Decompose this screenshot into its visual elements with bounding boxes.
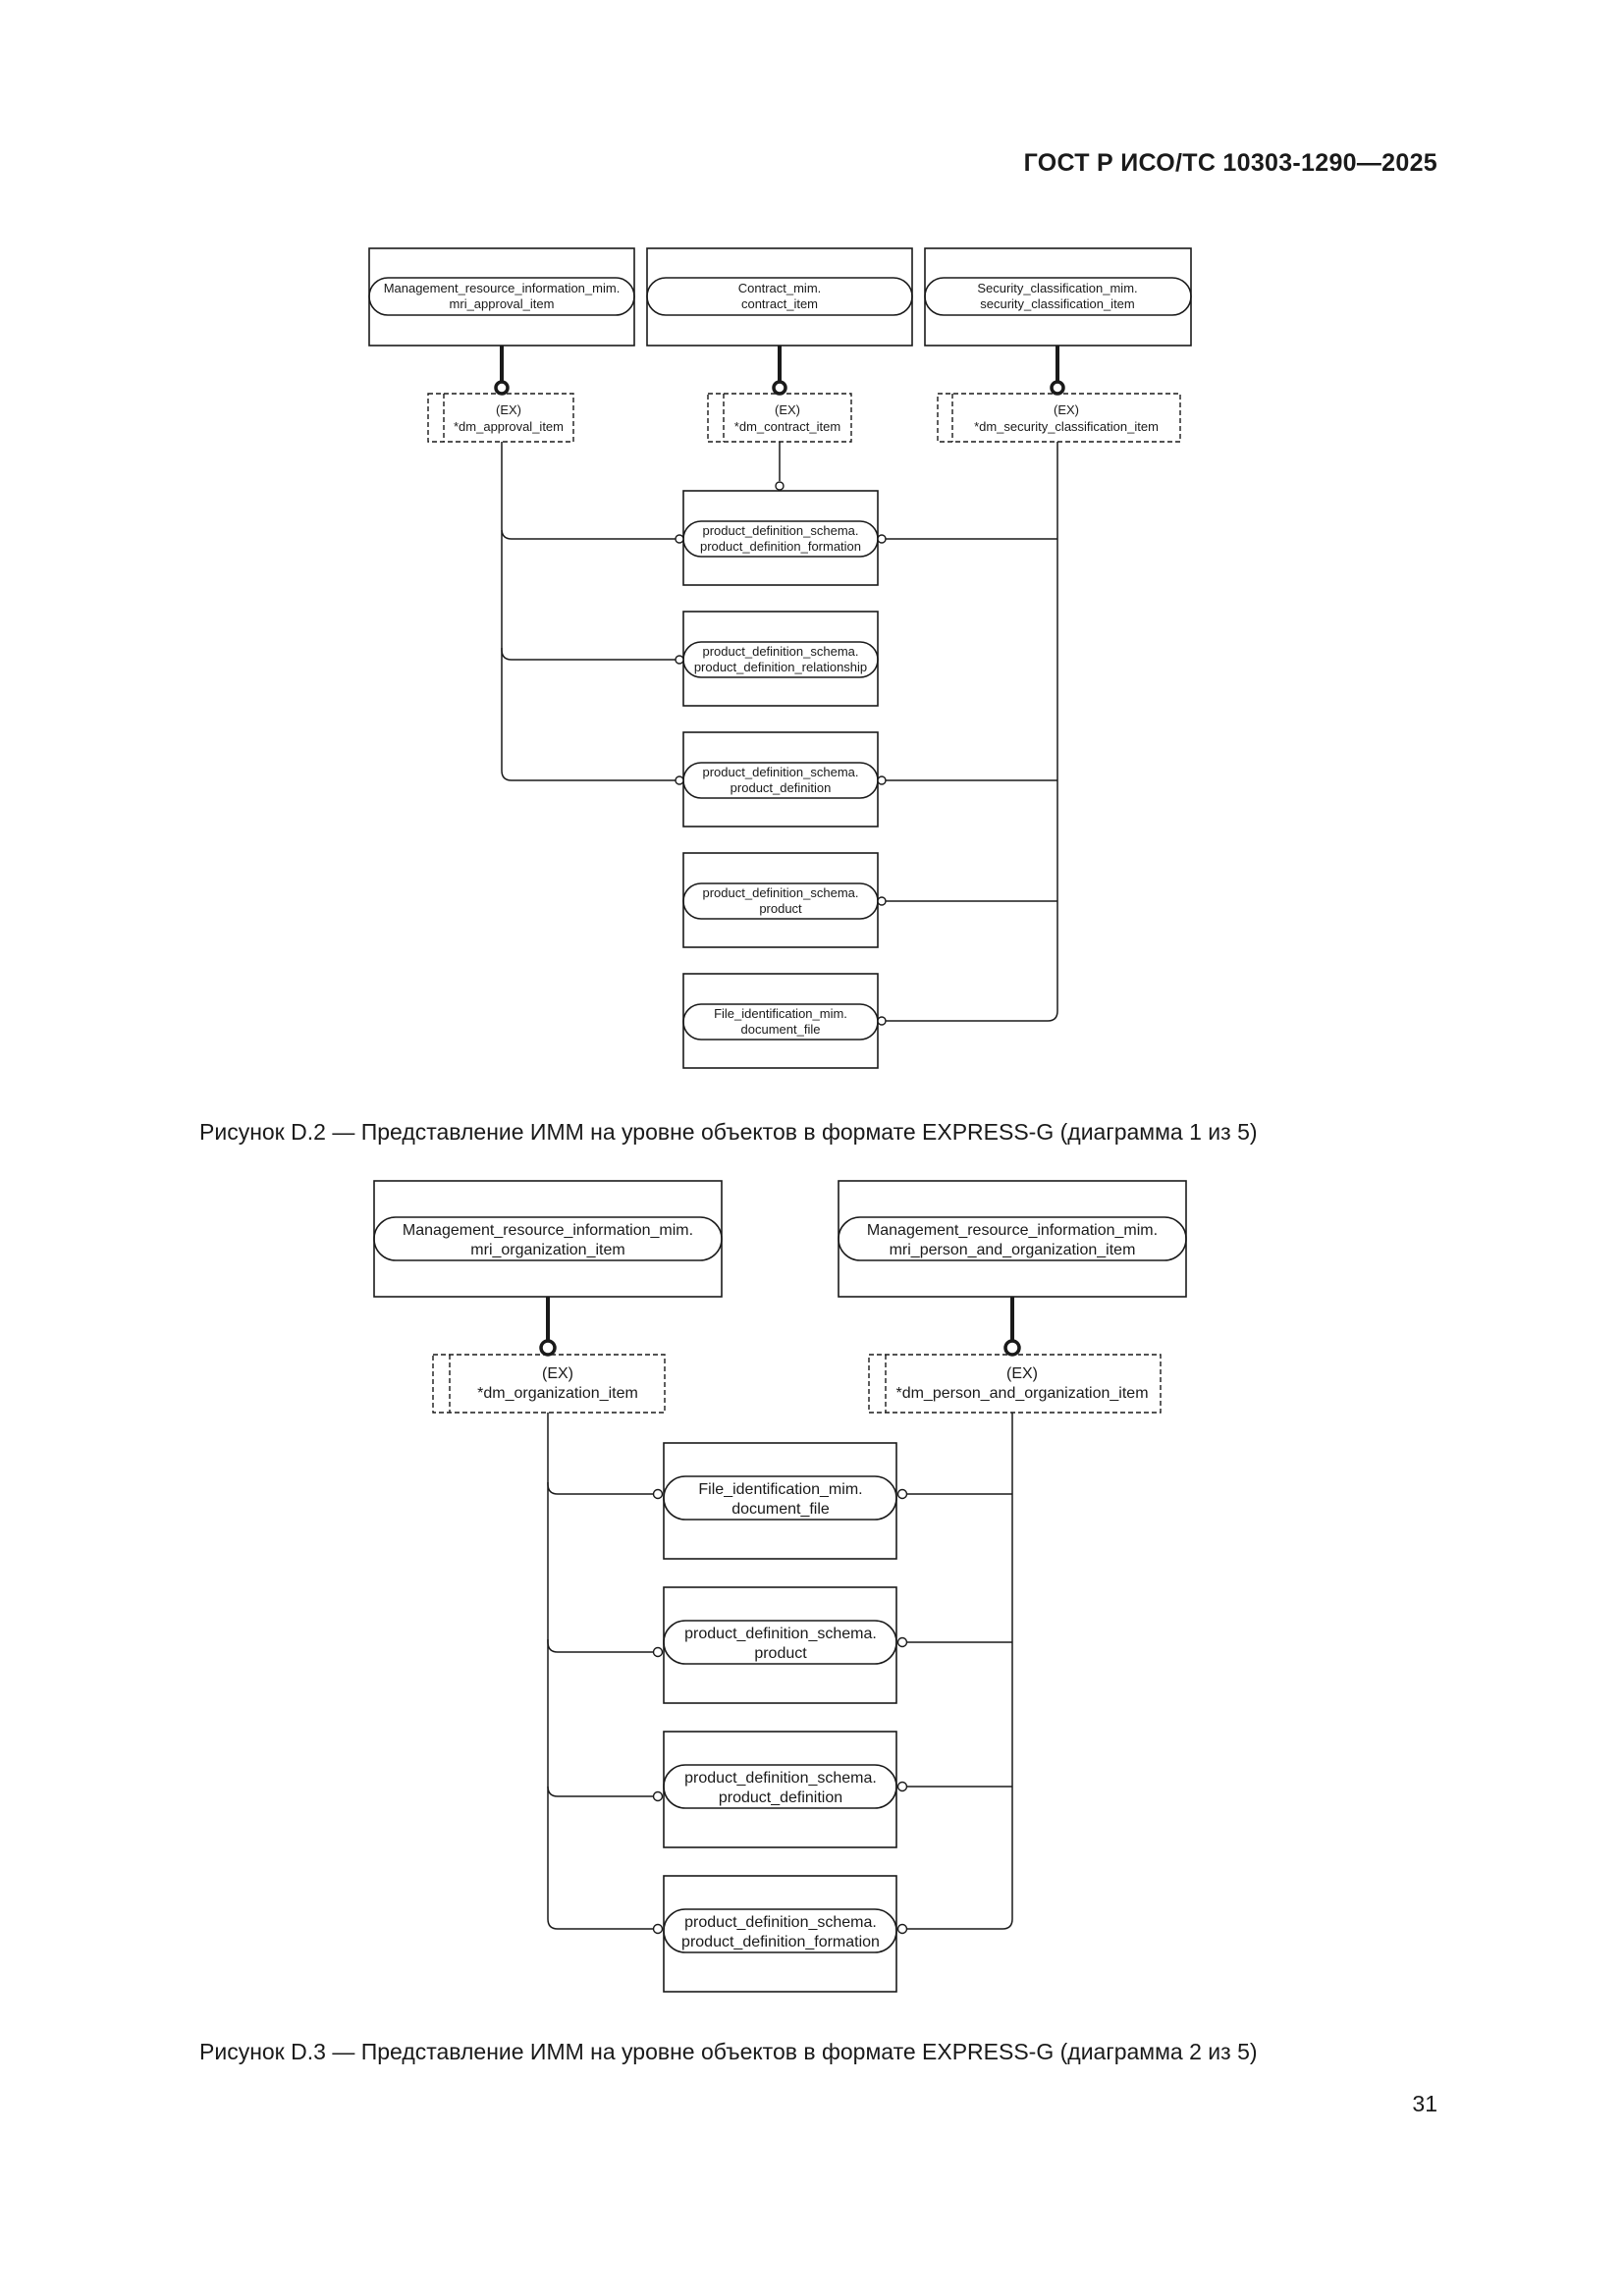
top-entity-label: mri_approval_item xyxy=(450,296,555,311)
entity-label: product_definition xyxy=(731,780,832,795)
document-header: ГОСТ Р ИСО/ТС 10303-1290—2025 xyxy=(1023,149,1437,177)
entity-label: product_definition_schema. xyxy=(703,765,859,779)
select-type-box xyxy=(427,393,574,443)
select-type-label: *dm_person_and_organization_item xyxy=(895,1385,1148,1402)
supertype-circle xyxy=(494,380,510,396)
entity-label: product_definition_schema. xyxy=(703,885,859,900)
supertype-circle xyxy=(539,1339,557,1357)
figure-d3-diagram: Management_resource_information_mim. mri… xyxy=(373,1180,1187,1993)
entity-label: File_identification_mim. xyxy=(698,1481,862,1498)
relation-end-circle xyxy=(896,1488,908,1500)
top-entity-label: Management_resource_information_mim. xyxy=(867,1222,1158,1239)
top-entity-label: Contract_mim. xyxy=(738,281,822,295)
select-type-box xyxy=(937,393,1181,443)
top-entity-label: security_classification_item xyxy=(980,296,1135,311)
supertype-circle xyxy=(1050,380,1065,396)
page-number: 31 xyxy=(1412,2091,1437,2116)
top-entity-label: Security_classification_mim. xyxy=(977,281,1137,295)
top-entity-pill xyxy=(368,277,635,316)
entity-label: product_definition_schema. xyxy=(684,1914,877,1931)
select-type-label: *dm_contract_item xyxy=(734,419,840,434)
entity-label: product_definition_relationship xyxy=(694,660,867,674)
entity-label: document_file xyxy=(741,1022,821,1037)
relation-end-circle xyxy=(675,775,684,785)
entity-label: document_file xyxy=(731,1501,830,1518)
entity-pill xyxy=(663,1908,897,1953)
entity-pill xyxy=(663,1764,897,1809)
supertype-circle xyxy=(1003,1339,1021,1357)
top-entity-label: mri_organization_item xyxy=(470,1242,624,1258)
relation-end-circle xyxy=(877,896,887,906)
relation-end-circle xyxy=(652,1488,664,1500)
select-type-label: (EX) xyxy=(1054,402,1079,417)
top-entity-label: contract_item xyxy=(741,296,818,311)
relation-end-circle xyxy=(896,1636,908,1648)
entity-box xyxy=(682,973,879,1069)
entity-label: product_definition_schema. xyxy=(703,523,859,538)
relation-end-circle xyxy=(775,481,785,491)
top-entity-pill xyxy=(924,277,1192,316)
entity-label: product_definition xyxy=(719,1789,842,1806)
top-entity-label: Management_resource_information_mim. xyxy=(403,1222,693,1239)
top-entity-pill xyxy=(838,1216,1187,1261)
relation-end-circle xyxy=(877,534,887,544)
entity-box xyxy=(682,731,879,828)
relation-end-circle xyxy=(652,1923,664,1935)
figure-d2-diagram: Management_resource_information_mim. mri… xyxy=(368,247,1192,1069)
top-entity-pill xyxy=(373,1216,723,1261)
relation-end-circle xyxy=(675,534,684,544)
entity-box xyxy=(682,490,879,586)
entity-label: product xyxy=(759,901,802,916)
select-type-box xyxy=(432,1354,666,1414)
entity-label: product xyxy=(754,1645,807,1662)
entity-label: File_identification_mim. xyxy=(714,1006,847,1021)
figure-d2-caption: Рисунок D.2 — Представление ИММ на уровн… xyxy=(199,1119,1258,1145)
top-entity-box xyxy=(838,1180,1187,1298)
entity-pill xyxy=(663,1620,897,1665)
entity-box xyxy=(682,611,879,707)
supertype-circle xyxy=(772,380,787,396)
relation-end-circle xyxy=(877,1016,887,1026)
select-type-label: (EX) xyxy=(1006,1365,1038,1382)
top-entity-label: mri_person_and_organization_item xyxy=(890,1242,1136,1258)
entity-label: product_definition_schema. xyxy=(684,1770,877,1787)
entity-label: product_definition_formation xyxy=(681,1934,880,1950)
top-entity-label: Management_resource_information_mim. xyxy=(384,281,621,295)
top-entity-box xyxy=(373,1180,723,1298)
entity-box xyxy=(682,852,879,948)
select-type-box xyxy=(868,1354,1162,1414)
relation-end-circle xyxy=(652,1646,664,1658)
select-type-label: (EX) xyxy=(775,402,800,417)
select-type-label: (EX) xyxy=(542,1365,573,1382)
relation-end-circle xyxy=(896,1781,908,1792)
entity-label: product_definition_formation xyxy=(700,539,861,554)
entity-pill xyxy=(663,1475,897,1521)
select-type-label: *dm_approval_item xyxy=(454,419,564,434)
select-type-box xyxy=(707,393,852,443)
select-type-label: *dm_organization_item xyxy=(477,1385,638,1402)
relation-end-circle xyxy=(652,1790,664,1802)
entity-label: product_definition_schema. xyxy=(703,644,859,659)
entity-label: product_definition_schema. xyxy=(684,1626,877,1642)
top-entity-pill xyxy=(646,277,913,316)
select-type-label: *dm_security_classification_item xyxy=(974,419,1159,434)
relation-end-circle xyxy=(877,775,887,785)
relation-end-circle xyxy=(896,1923,908,1935)
relation-end-circle xyxy=(675,655,684,665)
figure-d3-caption: Рисунок D.3 — Представление ИММ на уровн… xyxy=(199,2039,1258,2064)
select-type-label: (EX) xyxy=(496,402,521,417)
